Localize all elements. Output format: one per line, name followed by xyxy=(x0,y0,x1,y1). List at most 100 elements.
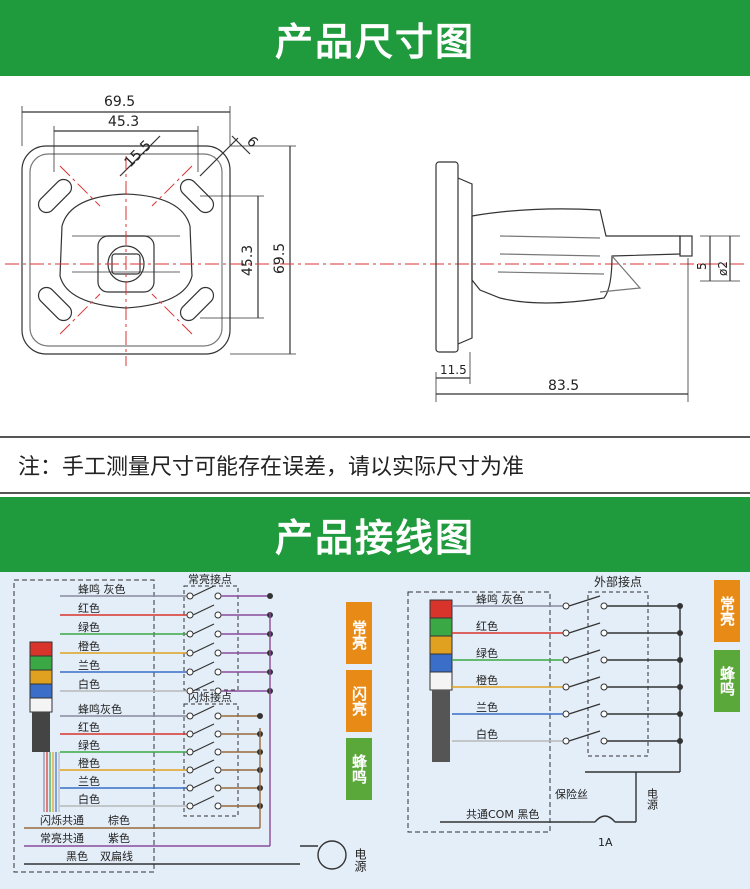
common-flash-label: 闪烁共通 xyxy=(40,813,84,827)
flash-terminal xyxy=(186,748,194,756)
ext-terminal xyxy=(562,602,570,610)
steady-wire-label: 橙色 xyxy=(78,639,100,653)
dim-base-thickness: 11.5 xyxy=(440,363,467,377)
steady-terminal xyxy=(186,630,194,638)
flash-terminal xyxy=(186,712,194,720)
dim-height-outer: 69.5 xyxy=(272,243,288,274)
ext-terminal xyxy=(600,629,608,637)
flash-terminal xyxy=(186,802,194,810)
ext-switch xyxy=(568,622,601,634)
tag-steady-right: 常亮 xyxy=(714,580,740,642)
svg-text:常亮: 常亮 xyxy=(718,595,736,627)
ext-terminal xyxy=(600,710,608,718)
side-base-plate xyxy=(435,161,459,353)
right-module-frame xyxy=(407,591,551,833)
ext-terminal xyxy=(562,683,570,691)
ext-terminal xyxy=(600,683,608,691)
mount-slot xyxy=(37,286,73,322)
steady-terminal xyxy=(214,668,222,676)
flash-terminal xyxy=(214,730,222,738)
common-flash-color: 棕色 xyxy=(108,813,130,827)
steady-wire-label: 蜂鸣 灰色 xyxy=(78,582,126,596)
svg-text:蜂鸣: 蜂鸣 xyxy=(350,753,368,785)
flash-terminal xyxy=(214,748,222,756)
ext-wire-label: 蜂鸣 灰色 xyxy=(476,592,524,606)
flash-switch xyxy=(192,777,215,789)
dim-width-outer: 69.5 xyxy=(104,94,135,110)
svg-text:蜂鸣: 蜂鸣 xyxy=(718,665,736,697)
group-ext-label: 外部接点 xyxy=(594,574,642,589)
flash-wire-label: 蜂鸣灰色 xyxy=(78,702,122,716)
ext-terminal xyxy=(562,710,570,718)
flash-switch xyxy=(192,759,215,771)
steady-wire-label: 绿色 xyxy=(78,620,100,634)
steady-wire-label: 红色 xyxy=(78,601,100,615)
flash-terminal xyxy=(186,784,194,792)
group-flash-label: 闪烁接点 xyxy=(188,690,232,704)
flash-terminal xyxy=(214,766,222,774)
dimensions-title: 产品尺寸图 xyxy=(274,19,475,64)
steady-switch xyxy=(192,642,215,654)
mount-slot xyxy=(37,178,73,214)
mount-slot xyxy=(179,286,215,322)
ext-wire-label: 绿色 xyxy=(476,646,498,660)
ext-terminal xyxy=(600,602,608,610)
flash-terminal xyxy=(186,730,194,738)
steady-terminal xyxy=(214,611,222,619)
dim-height-inner: 45.3 xyxy=(240,245,256,276)
right-power-label: 电源 xyxy=(646,788,659,811)
flash-wire-label: 兰色 xyxy=(78,774,100,788)
flash-wire-label: 白色 xyxy=(78,792,100,806)
ext-wire-label: 橙色 xyxy=(476,673,498,687)
flash-wire-label: 橙色 xyxy=(78,756,100,770)
tag-buzzer-right: 蜂鸣 xyxy=(714,650,740,712)
steady-terminal xyxy=(186,592,194,600)
tower-light-left xyxy=(29,641,53,752)
steady-wire-label: 兰色 xyxy=(78,658,100,672)
steady-terminal xyxy=(186,611,194,619)
ext-switch xyxy=(568,703,601,715)
group-steady-label: 常亮接点 xyxy=(188,572,232,586)
dimension-drawing: 69.5 45.3 45.3 69.5 15.5 6 83.5 11.5 5 ø… xyxy=(5,94,745,402)
flash-terminal xyxy=(214,784,222,792)
wiring-title-banner: 产品接线图 xyxy=(0,497,750,572)
ext-terminal xyxy=(562,737,570,745)
center-dome xyxy=(59,193,193,309)
steady-terminal xyxy=(214,630,222,638)
ext-terminal xyxy=(600,656,608,664)
dim-arm-a: 5 xyxy=(695,262,709,270)
measurement-note: 注：手工测量尺寸可能存在误差，请以实际尺寸为准 xyxy=(0,436,750,494)
note-text: 注：手工测量尺寸可能存在误差，请以实际尺寸为准 xyxy=(18,455,525,480)
flash-switch xyxy=(192,795,215,807)
steady-switch xyxy=(192,585,215,597)
steady-wire-label: 白色 xyxy=(78,677,100,691)
steady-terminal xyxy=(186,687,194,695)
steady-contact-box xyxy=(183,585,239,691)
tag-steady-left: 常亮 xyxy=(346,602,372,664)
flash-terminal xyxy=(214,802,222,810)
ext-wire-label: 白色 xyxy=(476,727,498,741)
ext-switch xyxy=(568,730,601,742)
wiring-title: 产品接线图 xyxy=(274,516,475,560)
flash-bus-node xyxy=(257,713,263,719)
ext-wire-label: 兰色 xyxy=(476,700,498,714)
svg-text:常亮: 常亮 xyxy=(350,619,368,651)
side-arm-body xyxy=(471,208,681,304)
steady-terminal xyxy=(186,668,194,676)
ext-switch xyxy=(568,595,601,607)
dim-width-inner: 45.3 xyxy=(108,114,139,130)
ext-switch xyxy=(568,649,601,661)
ext-terminal xyxy=(600,737,608,745)
steady-switch xyxy=(192,661,215,673)
common-steady-label: 常亮共通 xyxy=(40,831,84,845)
ext-terminal xyxy=(562,629,570,637)
steady-switch xyxy=(192,623,215,635)
svg-text:闪亮: 闪亮 xyxy=(350,685,368,717)
flash-terminal xyxy=(186,766,194,774)
steady-terminal xyxy=(214,649,222,657)
dim-hole: 6 xyxy=(243,134,261,152)
ext-switch xyxy=(568,676,601,688)
left-power-label: 电源 xyxy=(353,848,367,873)
